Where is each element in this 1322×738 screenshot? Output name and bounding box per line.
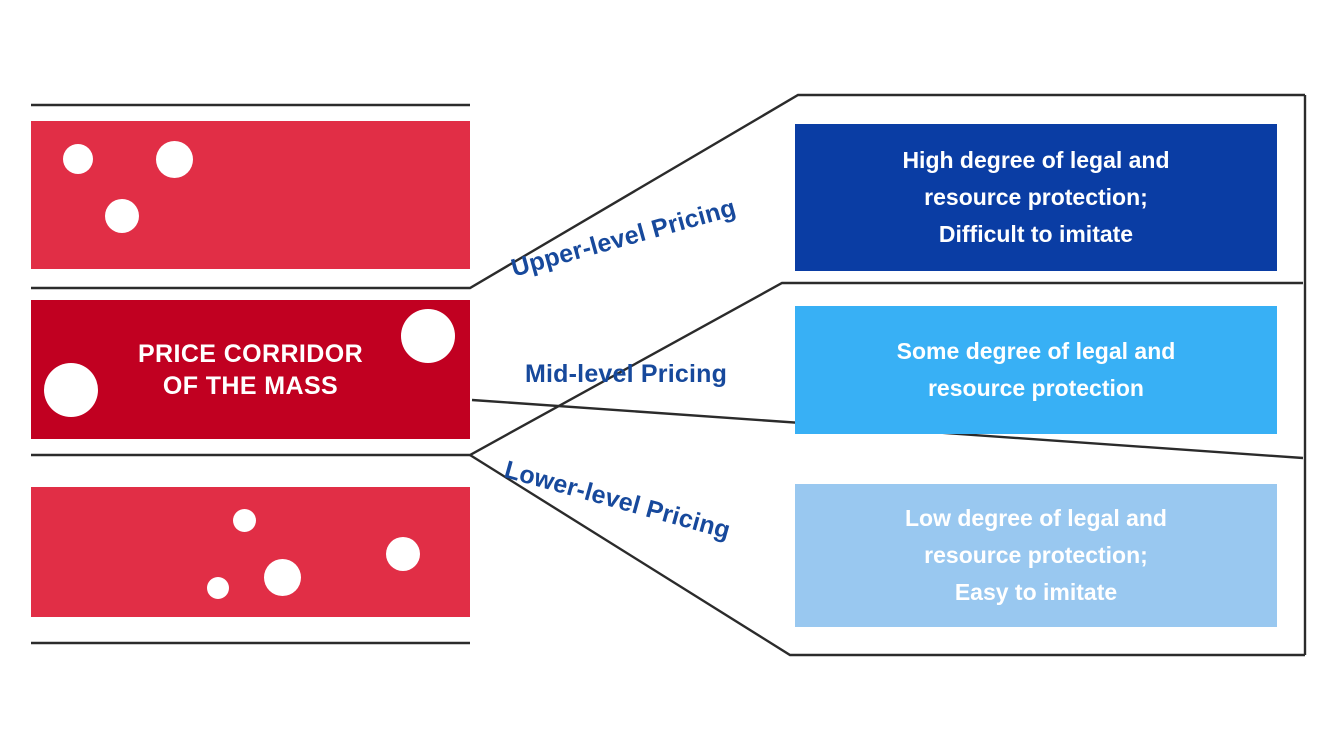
bubble-icon [233,509,256,532]
tier-description-mid: Some degree of legal and resource protec… [795,306,1277,434]
tier-label-upper-level-pricing: Upper-level Pricing [508,193,739,283]
corridor-band-mass: PRICE CORRIDOR OF THE MASS [31,300,470,439]
bubble-icon [44,363,98,417]
tier-label-mid-level-pricing: Mid-level Pricing [525,360,728,388]
corridor-band-lower [31,487,470,617]
bubble-icon [264,559,301,596]
tier-description-upper: High degree of legal and resource protec… [795,124,1277,271]
bubble-icon [63,144,93,174]
bubble-icon [105,199,139,233]
bubble-icon [207,577,229,599]
corridor-band-upper [31,121,470,269]
corridor-title: PRICE CORRIDOR OF THE MASS [137,339,364,400]
bubble-icon [156,141,193,178]
bubble-icon [386,537,420,571]
tier-description-lower: Low degree of legal and resource protect… [795,484,1277,627]
tier-label-lower-level-pricing: Lower-level Pricing [501,455,734,545]
bubble-icon [401,309,455,363]
